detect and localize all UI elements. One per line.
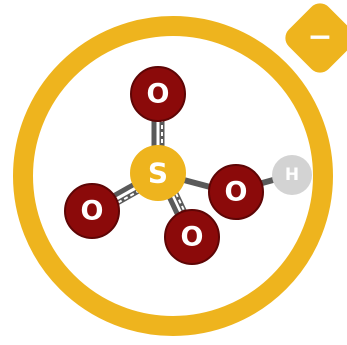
oxygen-right-label: O [225,177,248,208]
atom-oxygen-bottom: O [164,209,220,265]
oxygen-top-label: O [147,79,170,110]
charge-badge-shape [285,3,347,73]
oxygen-left-label: O [81,196,104,227]
hydrogen-label: H [285,165,299,185]
atom-sulfur: S [130,145,186,201]
charge-label: − [307,20,332,55]
bond-s-o-right [179,176,215,191]
sulfur-label: S [148,157,168,190]
atom-oxygen-right: O [208,164,264,220]
atom-oxygen-top: O [130,66,186,122]
charge-badge: − [285,3,347,73]
atom-oxygen-left: O [64,183,120,239]
atom-hydrogen: H [272,155,312,195]
oxygen-bottom-label: O [181,222,204,253]
